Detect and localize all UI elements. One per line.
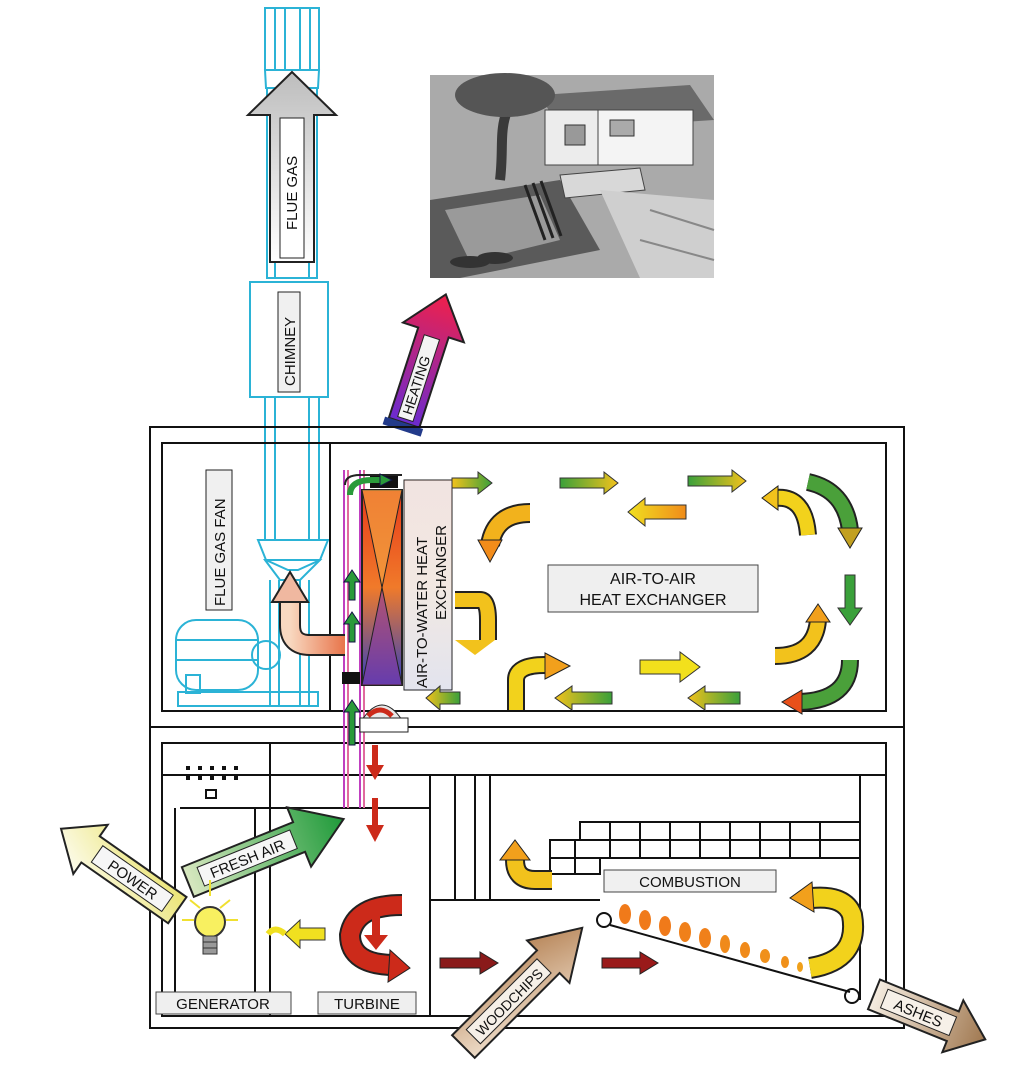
air-circulation-arrows — [425, 468, 863, 715]
plant-frame — [149, 426, 905, 1029]
air-to-air-label-2: HEAT EXCHANGER — [580, 592, 727, 609]
chimney-label-box: CHIMNEY — [277, 291, 301, 393]
flue-gas-fan-label: FLUE GAS FAN — [212, 498, 229, 606]
turbine-to-generator-arrow — [265, 918, 326, 950]
pipe-flow-arrows — [343, 473, 394, 746]
chimney-label: CHIMNEY — [282, 317, 299, 386]
flue-fan-arrow — [270, 570, 345, 656]
combustion-flames — [619, 904, 803, 972]
air-to-water-heat-exchanger: AIR-TO-WATER HEAT EXCHANGER — [342, 474, 453, 733]
turbine-arrow — [338, 894, 411, 983]
power-arrow: POWER — [59, 823, 188, 925]
woodchips-arrow: WOODCHIPS — [450, 926, 584, 1060]
boiler-tube-grid — [549, 821, 861, 875]
generator-label-box: GENERATOR — [155, 991, 292, 1015]
heating-arrow: HEATING — [382, 292, 466, 437]
boiler-flow-arrows — [439, 839, 865, 979]
air-to-water-label-2: EXCHANGER — [433, 525, 450, 620]
air-to-air-label-1: AIR-TO-AIR — [610, 571, 696, 588]
air-to-air-label-box: AIR-TO-AIR HEAT EXCHANGER — [547, 564, 759, 613]
flue-gas-arrow: FLUE GAS — [245, 70, 339, 263]
generator-label: GENERATOR — [176, 996, 270, 1013]
air-to-water-label-1: AIR-TO-WATER HEAT — [414, 537, 431, 688]
turbine-label: TURBINE — [334, 996, 400, 1013]
turbine-feed-arrows — [366, 707, 394, 842]
ashes-arrow: ASHES — [866, 978, 987, 1054]
light-bulb-icon — [182, 880, 238, 955]
flue-gas-label: FLUE GAS — [284, 156, 301, 230]
house-illustration — [430, 73, 715, 278]
combustion-label: COMBUSTION — [639, 874, 741, 891]
turbine-label-box: TURBINE — [317, 991, 417, 1015]
control-panel-dots — [186, 766, 238, 780]
combustion-label-box: COMBUSTION — [603, 869, 777, 893]
flue-gas-fan-label-box: FLUE GAS FAN — [205, 469, 233, 611]
motor-icon — [175, 619, 319, 707]
